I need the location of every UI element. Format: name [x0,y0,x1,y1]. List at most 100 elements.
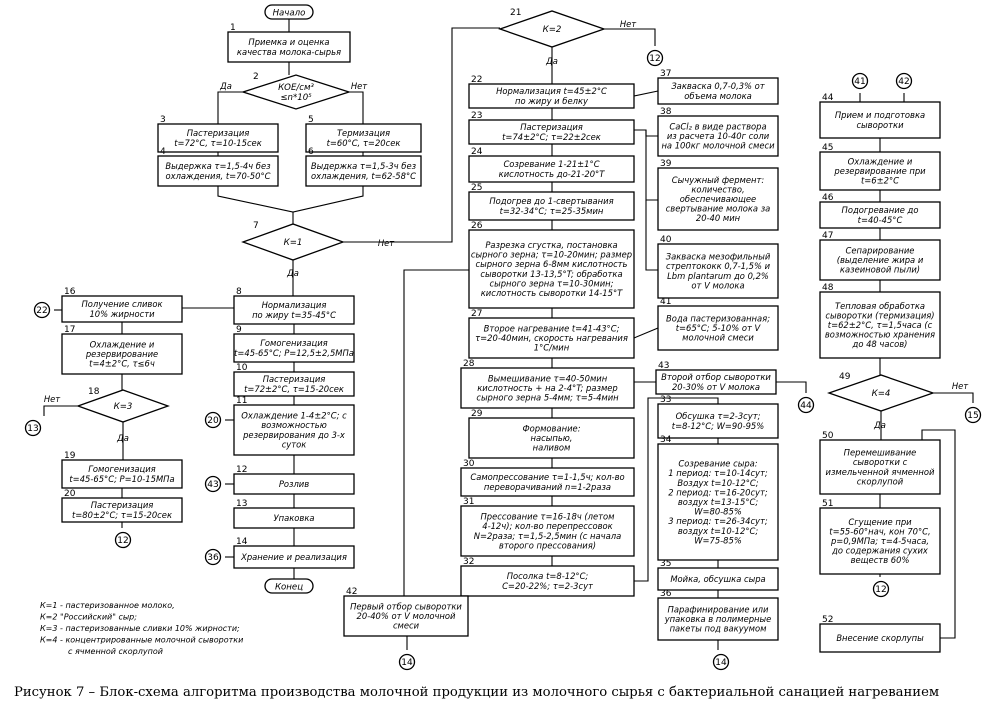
step-number-48: 48 [822,283,834,293]
process-box-48-text: до 48 часов) [852,339,908,349]
legend-line: К=1 - пастеризованное молоко, [40,601,175,610]
step-number-21: 21 [510,8,521,18]
process-box-51-text: p=0,9МПа; τ=4-5часа, [830,536,929,546]
connector-12-label: 12 [875,585,886,595]
step-number-40: 40 [660,235,672,245]
process-box-43-text: Второй отбор сыворотки [661,372,771,382]
connector-12: 12 [646,49,664,67]
process-box-42-text: смеси [393,621,420,631]
step-number-47: 47 [822,231,833,241]
branch-yes-label: Да [545,56,558,66]
process-box-30-text: Самопрессование τ=1-1,5ч; кол-во [470,472,624,482]
process-box-32-text: C=20-22%; τ=2-3сут [502,581,594,591]
step-number-39: 39 [660,159,672,169]
process-box-38-text: на 100кг молочной смеси [661,141,775,151]
connector-12-label: 12 [117,536,128,546]
process-box-51-shape [819,507,941,575]
process-box-26-text: кислотность сыворотки 14-15°T [481,288,623,298]
process-box-40-text: стрептококк 0,7-1,5% и [666,261,771,271]
start-terminal-label: Начало [273,9,306,19]
process-box-35-shape [657,567,779,591]
end-terminal: Конец [264,578,314,594]
process-box-12-text: Розлив [279,479,309,489]
step-number-38: 38 [660,107,672,117]
process-box-39-text: свертывание молока за [666,204,771,214]
process-box-47-shape [819,239,941,281]
branch-no-label: Нет [952,381,969,391]
process-box-32-shape [460,565,635,597]
process-box-11-text: Охлаждение 1-4±2°C; с [241,411,347,421]
connector-42-label: 42 [898,77,909,87]
process-box-25-text: t=32-34°C; τ=25-35мин [500,206,604,216]
process-box-40-text: от V молока [691,280,744,290]
process-box-34-text: Воздух t=10-12°C; [677,478,758,488]
connector-20-circle [204,411,222,429]
step-number-18: 18 [88,387,100,397]
process-box-35-text: Мойка, обсушка сыра [670,574,765,584]
process-box-38-text: из расчета 10-40г соли [667,131,770,141]
process-box-39-text: количество, [691,184,744,194]
branch-yes-label: Да [286,268,299,278]
decision-49: 49К=4 [827,372,935,412]
step-number-14: 14 [236,537,248,547]
process-box-8-shape [233,295,355,325]
connector-20-label: 20 [207,416,219,426]
decision-2-text: КОЕ/см³ [278,83,314,93]
process-box-33-shape [657,403,779,439]
process-box-31-text: N=2раза; τ=1,5-2,5мин (с начала [474,531,621,541]
process-box-6-text: охлаждения, t=62-58°C [311,171,416,181]
connector-22: 22 [33,301,51,319]
process-box-8-text: Нормализация [262,300,327,310]
process-box-38-text: CaCl₂ в виде раствора [669,121,766,131]
process-box-4-text: Выдержка τ=1,5-4ч без [165,161,271,171]
process-box-12-shape [233,473,355,495]
process-box-28-text: сырного зерна 5-4мм; τ=5-4мин [476,393,619,403]
connector-14-label: 14 [715,658,727,668]
process-box-9-text: t=45-65°C; P=12,5±2,5МПа [234,348,354,358]
process-box-40-text: Lbm plantarum до 0,2% [667,271,769,281]
process-box-41-shape [657,305,779,351]
step-number-11: 11 [236,396,247,406]
connector-12-circle [646,49,664,67]
process-box-39-text: обеспечивающее [680,194,756,204]
process-box-50-text: сыворотки с [853,457,908,467]
process-box-43-text: 20-30% от V молока [672,382,760,392]
connector-42: 42 [895,72,913,90]
flow-line [633,327,659,339]
step-number-35: 35 [660,559,671,569]
process-box-16-text: 10% жирности [89,309,155,319]
connector-13-label: 13 [27,424,38,434]
start-terminal-shape [264,4,314,20]
process-box-25-text: Подогрев до 1-свертывания [489,196,613,206]
decision-18-text: К=3 [114,402,133,412]
process-box-47-text: казеиновой пыли) [840,265,920,275]
decision-18: 18К=3 [76,387,170,423]
step-number-29: 29 [471,409,483,419]
step-number-52: 52 [822,615,833,625]
process-box-34-text: воздух t=10-12°C; [678,526,759,536]
process-box-9-shape [233,333,355,363]
process-box-51-text: t=55-60°нач, кон 70°C, [829,526,930,536]
decision-2-text: ≤n*10⁵ [280,93,312,103]
connector-44: 44 [797,396,815,414]
process-box-36-text: пакеты под вакуумом [670,624,767,634]
process-box-16-shape [61,295,183,323]
flow-line [933,392,974,403]
figure-caption: Рисунок 7 – Блок-схема алгоритма произво… [14,685,940,700]
